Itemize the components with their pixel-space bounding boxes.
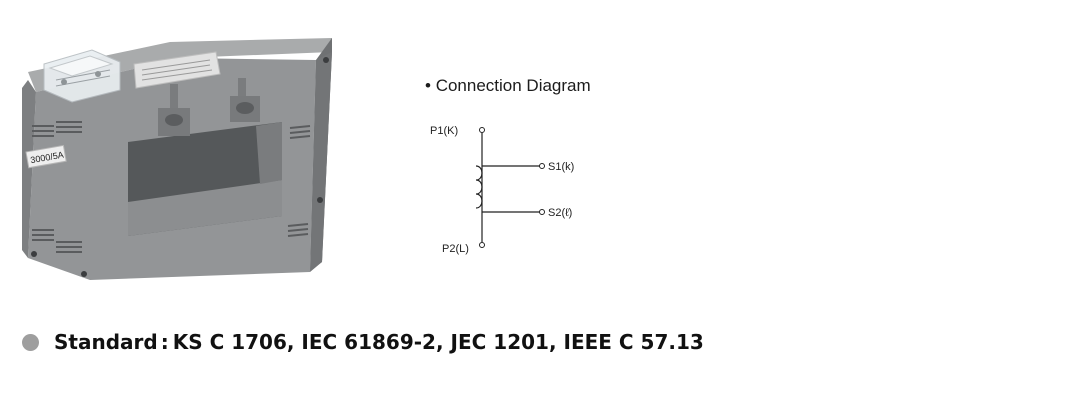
connection-diagram-title: • Connection Diagram — [425, 76, 591, 96]
ct-top-face — [28, 38, 332, 92]
ct-window-inner-side — [256, 122, 282, 184]
ct-screw — [317, 197, 323, 203]
title-text: Connection Diagram — [435, 76, 591, 95]
ct-screw — [323, 57, 329, 63]
ct-terminal-right — [230, 78, 260, 122]
standard-value: KS C 1706, IEC 61869-2, JEC 1201, IEEE C… — [172, 330, 704, 354]
current-transformer-photo: 3000/5A — [22, 38, 332, 280]
ct-terminal-cover — [43, 49, 121, 103]
ct-rating-label: 3000/5A — [25, 144, 67, 169]
standard-line: Standard : KS C 1706, IEC 61869-2, JEC 1… — [22, 330, 704, 354]
terminal-s1-label: S1(k) — [548, 161, 574, 173]
ct-vents-left — [32, 121, 82, 253]
terminal-p1 — [479, 127, 485, 133]
terminal-p1-label: P1(K) — [430, 125, 458, 137]
terminal-p2-label: P2(L) — [442, 243, 469, 255]
terminal-p2 — [479, 242, 485, 248]
secondary-coil — [475, 165, 483, 209]
title-bullet: • — [425, 76, 431, 95]
ct-screw — [31, 251, 37, 257]
terminal-s2 — [539, 209, 545, 215]
terminal-s1 — [539, 163, 545, 169]
terminal-s2-label: S2(ℓ) — [548, 207, 572, 219]
ct-front-left — [22, 80, 36, 258]
standard-separator: : — [160, 330, 169, 354]
ct-side-face-shade — [310, 52, 332, 272]
ct-vents-right — [287, 125, 311, 237]
standard-label: Standard — [54, 330, 158, 354]
connection-diagram: P1(K) S1(k) S2(ℓ) P2(L) — [430, 125, 574, 255]
ct-terminal-left — [158, 84, 190, 136]
standard-bullet-icon — [22, 333, 39, 351]
ct-nameplate-text — [141, 59, 213, 81]
ct-window-floor — [128, 180, 282, 236]
ct-screw — [81, 271, 87, 277]
